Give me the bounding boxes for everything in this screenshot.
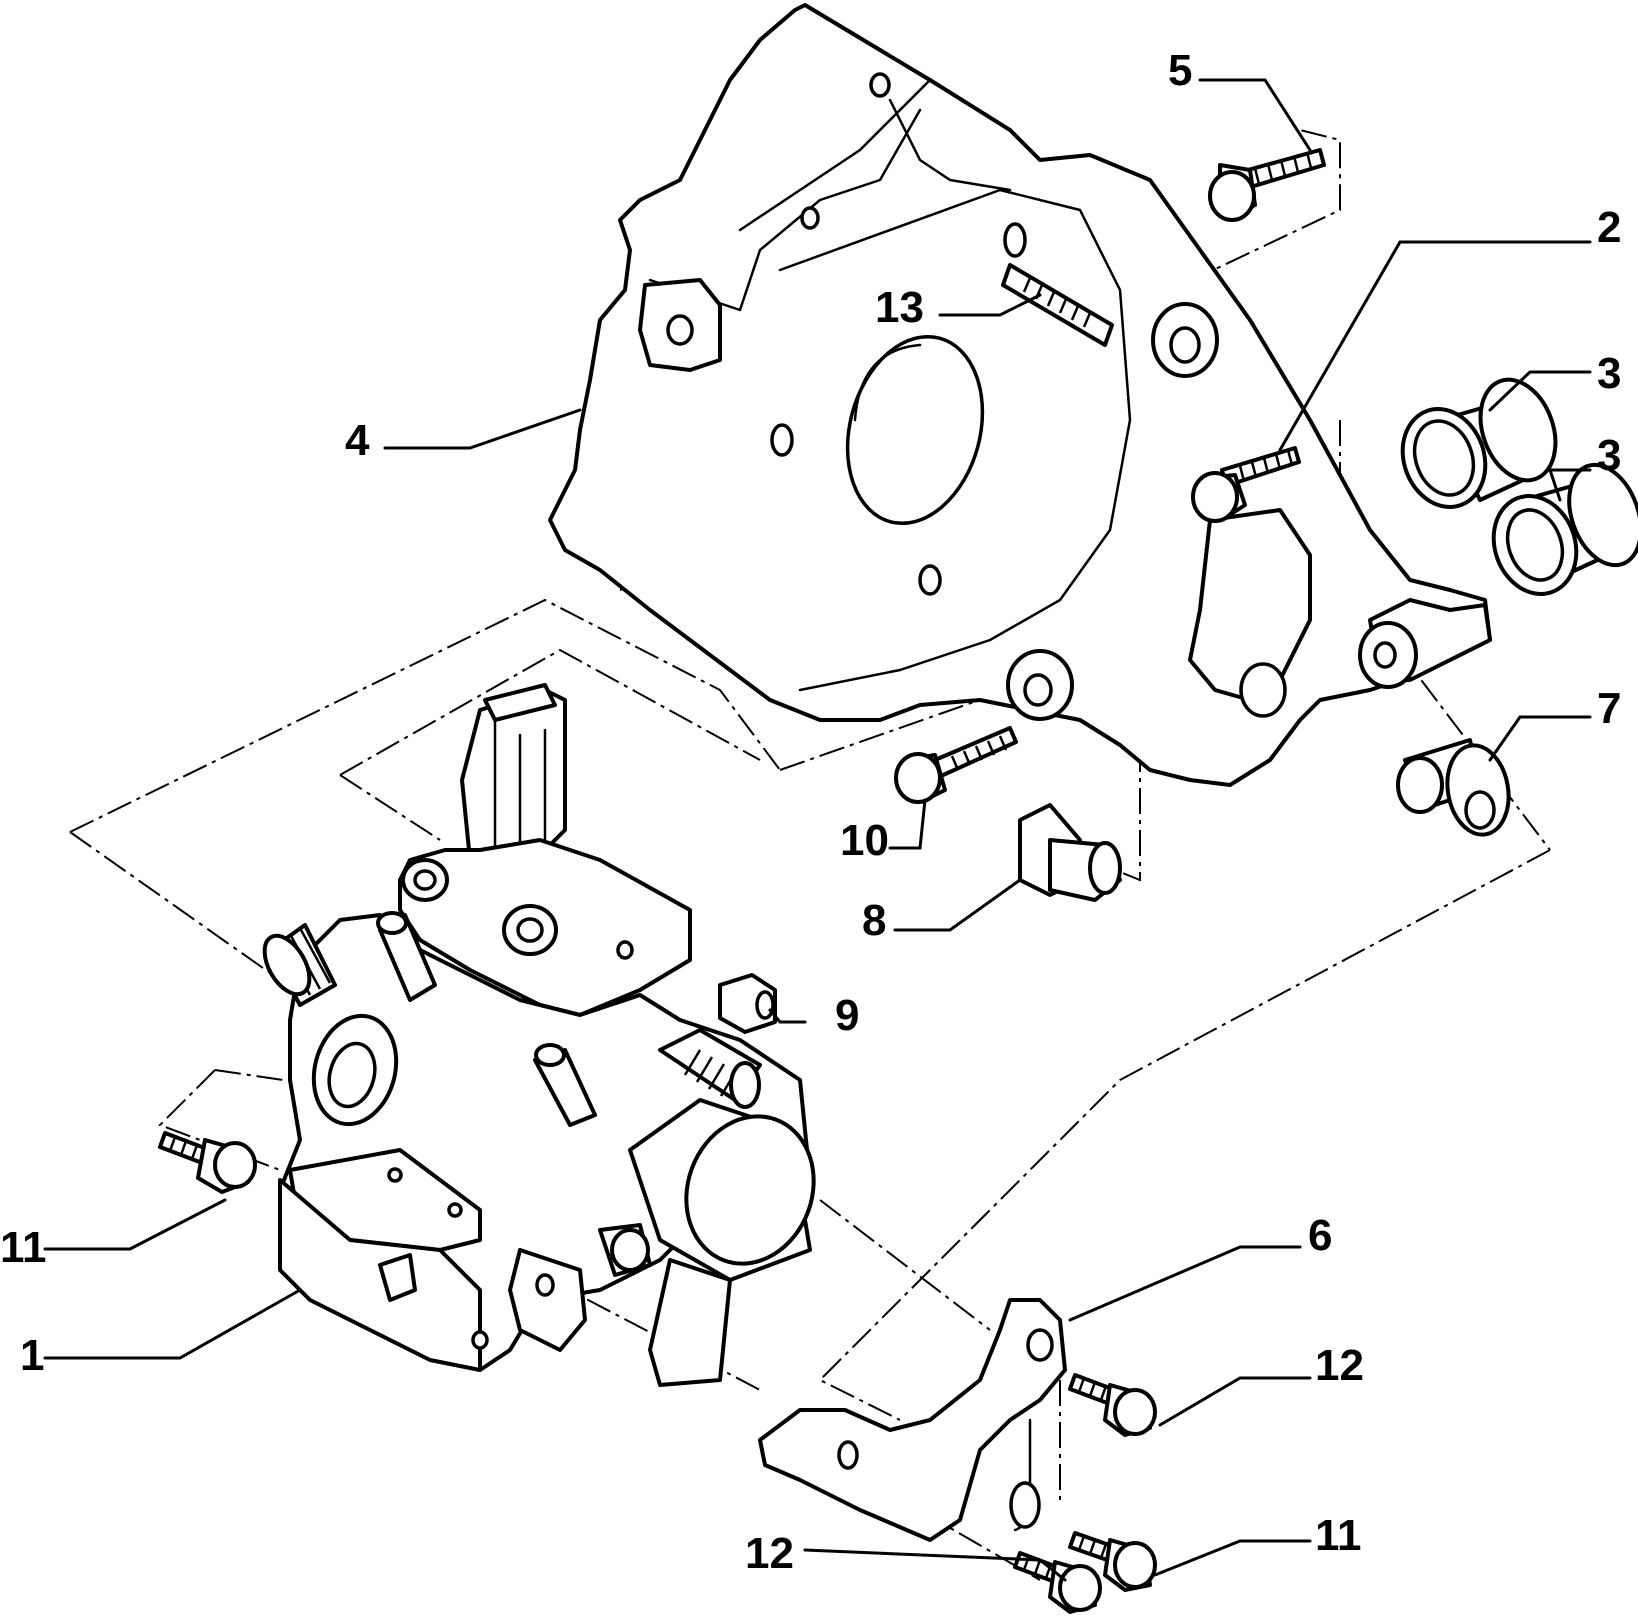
callout-8: 8: [862, 896, 886, 945]
screw-11-left: [158, 1131, 257, 1194]
rear-bracket: [758, 1298, 1067, 1542]
screw-12-lower: [1013, 1551, 1102, 1614]
bushing-lower: [1491, 462, 1638, 596]
pump-support-bracket: [548, 3, 1492, 787]
flanged-sleeve: [1396, 738, 1511, 837]
callout-12-lower: 12: [745, 1529, 794, 1578]
bushing-upper: [1400, 377, 1558, 509]
leader-lines: [43, 78, 1592, 1582]
nut: [718, 973, 777, 1034]
callout-4: 4: [345, 416, 370, 465]
callout-3-upper: 3: [1597, 349, 1621, 398]
screw-12-upper: [1068, 1373, 1157, 1437]
callout-9: 9: [835, 991, 859, 1040]
high-pressure-pump: [262, 683, 816, 1387]
callouts: 5 2 13 3 4 3 7 10 8 9 6 11 1 12 11 12: [0, 46, 1621, 1578]
screw-2: [1191, 446, 1301, 523]
callout-11-right: 11: [1315, 1511, 1362, 1560]
callout-11-left: 11: [0, 1223, 47, 1272]
callout-12-upper: 12: [1315, 1341, 1364, 1390]
callout-5: 6: [1308, 1211, 1332, 1260]
callout-6: 5: [1168, 46, 1192, 95]
stud: [1001, 263, 1114, 347]
callout-13: 13: [875, 283, 924, 332]
callout-10: 10: [840, 816, 889, 865]
callout-3-lower: 3: [1597, 431, 1621, 480]
callout-7: 7: [1597, 684, 1621, 733]
callout-1: 1: [20, 1331, 44, 1380]
callout-2: 2: [1597, 203, 1621, 252]
spacer-block: [1018, 803, 1122, 902]
screw-10: [894, 726, 1018, 804]
screw-11-right: [1068, 1531, 1157, 1592]
screw-6: [1208, 148, 1326, 222]
